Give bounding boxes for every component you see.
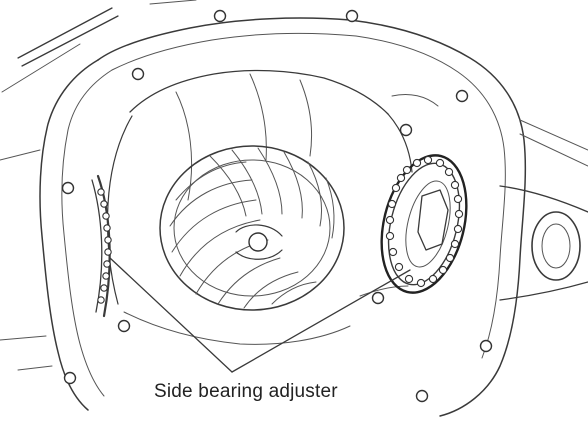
- carrier-opening: [106, 69, 439, 345]
- ring-gear: [159, 145, 345, 311]
- callout-leader-lines: [109, 257, 411, 373]
- gasket-flange: [39, 17, 527, 417]
- side-bearing-adjuster-label: Side bearing adjuster: [150, 381, 342, 403]
- adjuster-roller-holes: [385, 155, 464, 288]
- flange-bolt-holes: [61, 9, 493, 403]
- housing-left-edges: [0, 149, 53, 371]
- housing-upper-left-edges: [1, 0, 197, 93]
- axle-tube-right: [499, 119, 588, 301]
- side-bearing-adjuster-right: [380, 154, 468, 294]
- side-bearing-adjuster-left: [91, 174, 112, 318]
